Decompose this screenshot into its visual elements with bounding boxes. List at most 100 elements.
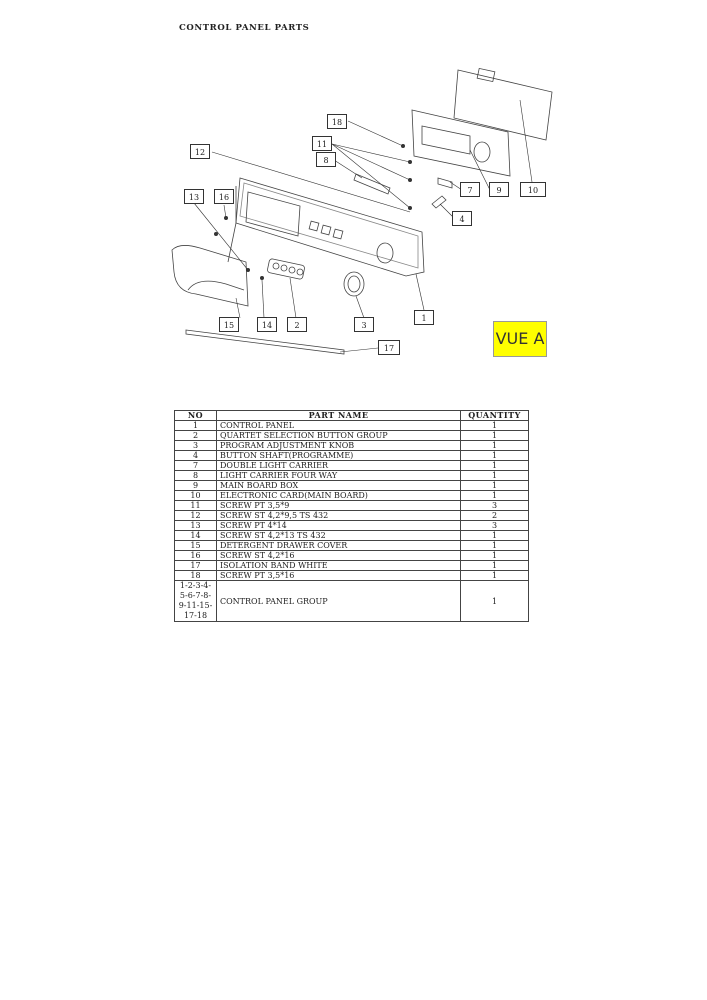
cell-part-name: SCREW PT 3,5*9 — [216, 500, 461, 511]
callout-17: 17 — [378, 340, 400, 355]
cell-no: 1-2-3-4-5-6-7-8-9-11-15-17-18 — [174, 580, 217, 622]
page-title: CONTROL PANEL PARTS — [179, 23, 310, 33]
cell-part-name: CONTROL PANEL — [216, 420, 461, 431]
cell-no: 3 — [174, 440, 217, 451]
cell-no: 12 — [174, 510, 217, 521]
cell-part-name: DOUBLE LIGHT CARRIER — [216, 460, 461, 471]
cell-quantity: 2 — [460, 510, 529, 521]
cell-part-name: ELECTRONIC CARD(MAIN BOARD) — [216, 490, 461, 501]
table-header-row: NO PART NAME QUANTITY — [174, 410, 529, 421]
group-no-line: 9-11-15- — [178, 601, 213, 610]
cell-part-name: SCREW ST 4,2*9,5 TS 432 — [216, 510, 461, 521]
cell-no: 18 — [174, 570, 217, 581]
callout-16: 16 — [214, 189, 234, 204]
cell-quantity: 3 — [460, 500, 529, 511]
callout-14: 14 — [257, 317, 277, 332]
callout-8: 8 — [316, 152, 336, 167]
cell-part-name: ISOLATION BAND WHITE — [216, 560, 461, 571]
cell-no: 10 — [174, 490, 217, 501]
callout-18: 18 — [327, 114, 347, 129]
cell-part-name: QUARTET SELECTION BUTTON GROUP — [216, 430, 461, 441]
cell-quantity: 1 — [460, 460, 529, 471]
callout-4: 4 — [452, 211, 472, 226]
cell-quantity: 1 — [460, 480, 529, 491]
cell-no: 4 — [174, 450, 217, 461]
cell-no: 8 — [174, 470, 217, 481]
cell-no: 7 — [174, 460, 217, 471]
cell-quantity: 1 — [460, 470, 529, 481]
callout-1: 1 — [414, 310, 434, 325]
cell-quantity: 1 — [460, 450, 529, 461]
cell-quantity: 1 — [460, 430, 529, 441]
cell-no: 2 — [174, 430, 217, 441]
cell-part-name: DETERGENT DRAWER COVER — [216, 540, 461, 551]
callout-10: 10 — [520, 182, 546, 197]
button-group-part — [267, 258, 305, 280]
isolation-band-part — [185, 329, 345, 355]
cell-no: 9 — [174, 480, 217, 491]
cell-part-name: PROGRAM ADJUSTMENT KNOB — [216, 440, 461, 451]
cell-part-name: SCREW PT 3,5*16 — [216, 570, 461, 581]
cell-quantity: 1 — [460, 570, 529, 581]
cell-part-name: CONTROL PANEL GROUP — [216, 580, 461, 622]
cell-quantity: 1 — [460, 550, 529, 561]
cell-quantity: 1 — [460, 530, 529, 541]
group-no-line: 5-6-7-8- — [179, 591, 212, 600]
callout-2: 2 — [287, 317, 307, 332]
cell-part-name: LIGHT CARRIER FOUR WAY — [216, 470, 461, 481]
cell-quantity: 1 — [460, 490, 529, 501]
cell-part-name: MAIN BOARD BOX — [216, 480, 461, 491]
cell-quantity: 1 — [460, 440, 529, 451]
detergent-drawer-cover-part — [171, 245, 249, 307]
double-light-carrier-part — [437, 177, 453, 189]
electronic-card-part — [453, 69, 553, 141]
cell-quantity: 1 — [460, 420, 529, 431]
callout-9: 9 — [489, 182, 509, 197]
header-part-name: PART NAME — [216, 410, 461, 421]
callout-7: 7 — [460, 182, 480, 197]
button-shaft-part — [431, 195, 447, 209]
cell-no: 14 — [174, 530, 217, 541]
cell-no: 17 — [174, 560, 217, 571]
group-no-line: 17-18 — [183, 611, 208, 620]
control-panel-part — [235, 177, 425, 277]
cell-part-name: BUTTON SHAFT(PROGRAMME) — [216, 450, 461, 461]
cell-quantity: 1 — [460, 560, 529, 571]
cell-no: 15 — [174, 540, 217, 551]
exploded-view-diagram — [171, 67, 553, 355]
main-board-box-part — [411, 109, 511, 177]
callout-15: 15 — [219, 317, 239, 332]
cell-part-name: SCREW ST 4,2*16 — [216, 550, 461, 561]
cell-part-name: SCREW PT 4*14 — [216, 520, 461, 531]
cell-no: 1 — [174, 420, 217, 431]
cell-quantity: 3 — [460, 520, 529, 531]
cell-quantity: 1 — [460, 580, 529, 622]
cell-no: 11 — [174, 500, 217, 511]
view-label: VUE A — [493, 321, 547, 357]
cell-part-name: SCREW ST 4,2*13 TS 432 — [216, 530, 461, 541]
header-no: NO — [174, 410, 217, 421]
callout-13: 13 — [184, 189, 204, 204]
callout-3: 3 — [354, 317, 374, 332]
cell-quantity: 1 — [460, 540, 529, 551]
cell-no: 13 — [174, 520, 217, 531]
program-knob-part — [343, 271, 365, 297]
